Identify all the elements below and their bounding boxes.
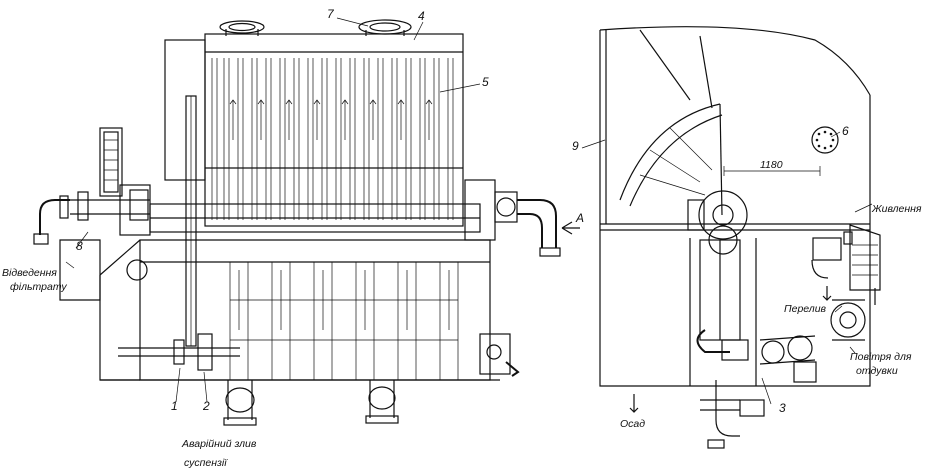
dimension-label: 1180 [760,159,783,171]
inspection-port [811,126,839,154]
suspension-trough [99,239,491,381]
feed-box [811,224,881,291]
filtrate-label-line2: фільтрату [10,281,67,293]
distribution-head [33,95,197,347]
label-7: 7 [327,7,335,21]
side-view [599,26,881,449]
side-drive [696,329,817,449]
label-4: 4 [418,9,425,23]
label-6: 6 [842,124,849,138]
filter-discs [205,58,463,220]
overflow-label: Перелив [784,303,827,315]
label-5: 5 [482,75,489,89]
upper-housing [164,19,464,227]
sediment-label: Осад [620,418,645,430]
front-view [33,19,580,426]
emergency-drain [223,380,399,426]
filtrate-label-line1: Відведення [2,267,57,279]
leader-lines [65,17,873,405]
view-marker-a: A [575,211,584,225]
disc-sector [619,29,723,216]
label-1: 1 [171,399,178,413]
support-column [689,238,757,386]
feed-label: Живлення [871,203,922,215]
side-distribution-head [687,190,748,255]
emergency-label-line1: Аварійний злив [181,438,257,450]
right-distribution-head [494,191,580,257]
bottom-shaft [118,333,240,371]
label-8: 8 [76,239,83,253]
air-label-line1: Повітря для [850,351,912,363]
label-9: 9 [572,139,579,153]
air-label-line2: отдувки [856,365,898,377]
drive-unit [479,333,520,377]
air-port [830,288,876,341]
emergency-label-line2: суспензії [184,457,228,469]
label-3: 3 [779,401,786,415]
labels: 1 2 3 4 5 6 7 8 9 1180 A Відведення філь… [2,7,922,469]
label-2: 2 [202,399,210,413]
